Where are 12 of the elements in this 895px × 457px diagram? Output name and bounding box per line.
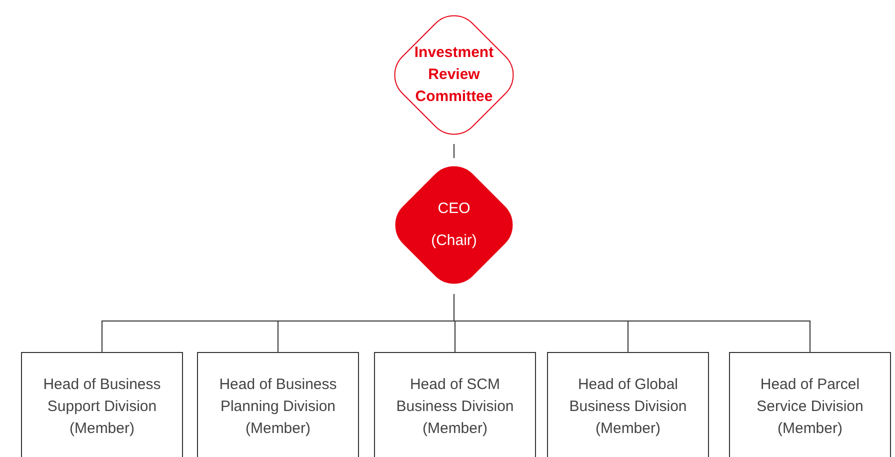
member-box <box>547 352 709 457</box>
member-box <box>374 352 536 457</box>
node-label: Investment Review Committee <box>413 43 495 107</box>
node-label: Head of Business Planning Division (Member) <box>218 375 338 439</box>
member-box <box>729 352 891 457</box>
member-box <box>21 352 183 457</box>
node-label: Head of Global Business Division (Member) <box>568 375 688 439</box>
node-label: Head of Parcel Service Division (Member) <box>756 375 864 439</box>
member-box <box>197 352 359 457</box>
node-label: Head of SCM Business Division (Member) <box>395 375 515 439</box>
node-label: Head of Business Support Division (Member) <box>42 375 162 439</box>
node-label: CEO (Chair) <box>430 199 478 251</box>
